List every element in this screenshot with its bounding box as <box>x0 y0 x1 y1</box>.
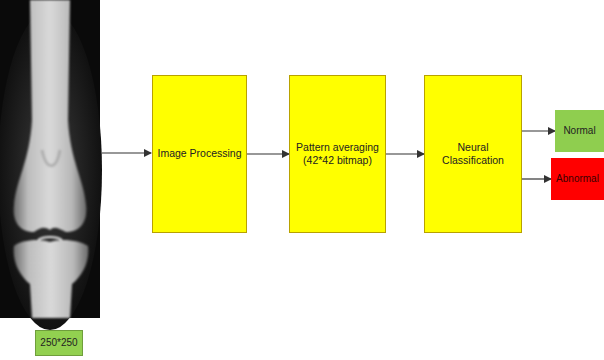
box-label: Neural Classification <box>428 141 518 167</box>
femur <box>14 0 87 232</box>
process-box: Neural Classification <box>424 75 522 233</box>
tibial-spine <box>38 237 62 240</box>
flow-arrow <box>247 153 289 154</box>
tibia <box>14 240 89 318</box>
flow-arrow <box>386 153 424 154</box>
box-label: 250*250 <box>40 337 77 350</box>
box-label: Image Processing <box>157 147 241 160</box>
flow-arrow <box>522 178 551 179</box>
output-box: Normal <box>555 110 604 152</box>
output-box: Abnormal <box>551 158 604 200</box>
box-label: Pattern averaging (42*42 bitmap) <box>293 141 382 167</box>
size-label-box: 250*250 <box>35 330 83 356</box>
box-label: Abnormal <box>556 173 599 186</box>
box-label: Normal <box>563 125 595 138</box>
process-box: Image Processing <box>152 75 247 233</box>
flow-arrow <box>522 130 555 131</box>
process-box: Pattern averaging (42*42 bitmap) <box>289 75 386 233</box>
input-arrow <box>102 152 151 153</box>
patella-shadow <box>42 150 60 166</box>
